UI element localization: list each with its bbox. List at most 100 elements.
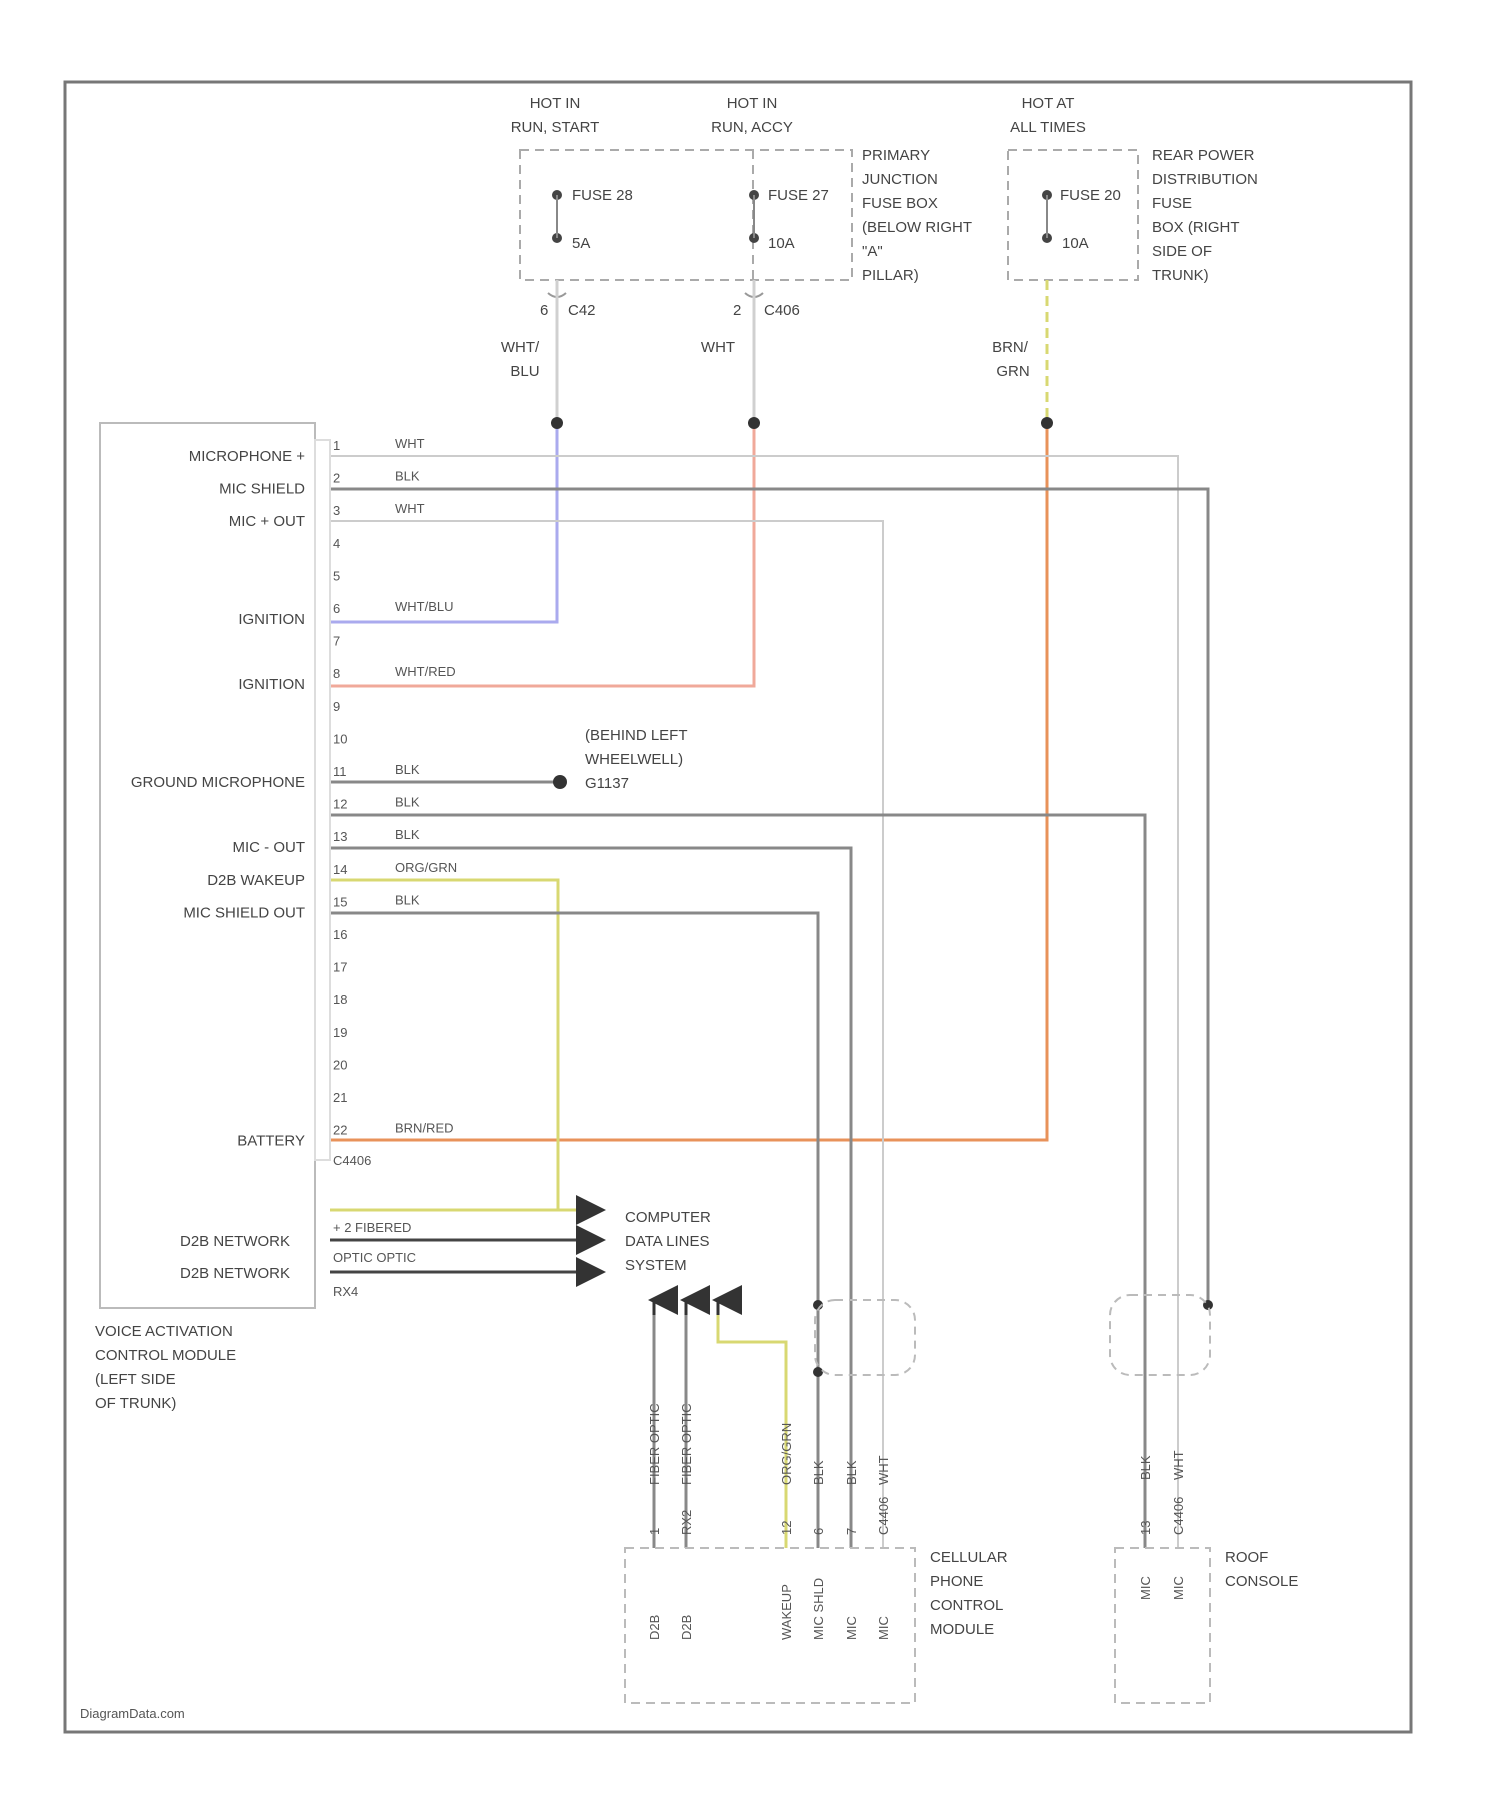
data-system-line-2: DATA LINES xyxy=(625,1233,709,1250)
vacm-pin-12-wire: BLK xyxy=(395,795,420,810)
feed-2-line-1: WHT xyxy=(701,339,735,356)
wires xyxy=(330,280,1208,1548)
vacm-pin-6-name: IGNITION xyxy=(238,611,305,628)
vacm-pin-1-wire: WHT xyxy=(395,436,425,451)
vacm-pin-8-wire: WHT/RED xyxy=(395,664,456,679)
fuse-27-pin: 2 xyxy=(733,302,741,319)
vacm-pin-5-number: 5 xyxy=(333,568,340,583)
vacm-pin-14-name: D2B WAKEUP xyxy=(207,872,305,889)
source-3-line-2: ALL TIMES xyxy=(1010,119,1086,136)
source-1-line-2: RUN, START xyxy=(511,119,600,136)
rear-fuse-box-line-3: FUSE xyxy=(1152,195,1192,212)
vacm-pin-20-number: 20 xyxy=(333,1057,347,1072)
vacm-pin-13-number: 13 xyxy=(333,829,347,844)
cellular-pin-2: RX2 xyxy=(679,1510,694,1535)
d2b-network-1-wire: + 2 FIBERED xyxy=(333,1220,411,1235)
cellular-title-line-1: CELLULAR xyxy=(930,1549,1008,1566)
vacm-title-line-1: VOICE ACTIVATION xyxy=(95,1323,233,1340)
cellular-wire-1: FIBER OPTIC xyxy=(647,1403,662,1485)
vacm-box xyxy=(100,423,315,1308)
rear-fuse-box-line-2: DISTRIBUTION xyxy=(1152,171,1258,188)
primary-fuse-box-line-1: PRIMARY xyxy=(862,147,930,164)
cellular-terminal-1: D2B xyxy=(647,1615,662,1640)
cellular-pin-4: 6 xyxy=(811,1528,826,1535)
cellular-wire-6: WHT xyxy=(876,1455,891,1485)
fuse-20-label: FUSE 20 xyxy=(1060,187,1121,204)
roof-shield-splice xyxy=(1110,1295,1210,1375)
d2b-network-1-sub: OPTIC OPTIC xyxy=(333,1250,416,1265)
source-3-line-1: HOT AT xyxy=(1022,95,1075,112)
vacm-pin-11-wire: BLK xyxy=(395,762,420,777)
cellular-pin-6: C4406 xyxy=(876,1497,891,1535)
vacm-pin-3-name: MIC + OUT xyxy=(229,513,305,530)
vacm-connector-label: C4406 xyxy=(333,1153,371,1168)
vacm-pin-10-number: 10 xyxy=(333,731,347,746)
cellular-shield-splice xyxy=(815,1300,915,1375)
d2b-network-2-label: D2B NETWORK xyxy=(180,1265,290,1282)
ground-line-2: WHEELWELL) xyxy=(585,751,683,768)
fuse-27-label: FUSE 27 xyxy=(768,187,829,204)
cellular-terminal-3: WAKEUP xyxy=(779,1584,794,1640)
d2b-network-2-sub: RX4 xyxy=(333,1284,358,1299)
primary-fuse-box-line-4: (BELOW RIGHT xyxy=(862,219,972,236)
fuse-27-connector: C406 xyxy=(764,302,800,319)
vacm-pin-8-name: IGNITION xyxy=(238,676,305,693)
cellular-wire-2: FIBER OPTIC xyxy=(679,1403,694,1485)
feed-3-line-2: GRN xyxy=(996,363,1029,380)
vacm-pin-22-number: 22 xyxy=(333,1123,347,1138)
wire-mic-shield xyxy=(330,489,1208,1305)
wire-mic-minus-out xyxy=(330,848,851,1548)
cellular-pin-5: 7 xyxy=(844,1528,859,1535)
vacm-pin-list: 1MICROPHONE +WHT2MIC SHIELDBLK3MIC + OUT… xyxy=(131,436,457,1150)
cellular-wire-4: BLK xyxy=(811,1460,826,1485)
rear-fuse-box-line-6: TRUNK) xyxy=(1152,267,1209,284)
cellular-title-line-4: MODULE xyxy=(930,1621,994,1638)
fuse-28-amps: 5A xyxy=(572,235,590,252)
vacm-pin-4-number: 4 xyxy=(333,536,340,551)
roof-terminal-1: MIC xyxy=(1138,1576,1153,1600)
cellular-title-line-2: PHONE xyxy=(930,1573,983,1590)
data-system-line-3: SYSTEM xyxy=(625,1257,687,1274)
roof-title-line-2: CONSOLE xyxy=(1225,1573,1298,1590)
ground-symbol xyxy=(553,775,567,789)
feed-wire-labels: WHT/ BLU WHT BRN/ GRN xyxy=(501,339,1030,380)
source-1-line-1: HOT IN xyxy=(530,95,581,112)
vacm-pin-12-number: 12 xyxy=(333,797,347,812)
fuse-28-pin: 6 xyxy=(540,302,548,319)
primary-fuse-box-line-3: FUSE BOX xyxy=(862,195,938,212)
vacm-pin-21-number: 21 xyxy=(333,1090,347,1105)
vacm-pin-8-number: 8 xyxy=(333,666,340,681)
ground-line-1: (BEHIND LEFT xyxy=(585,727,688,744)
source-2-line-1: HOT IN xyxy=(727,95,778,112)
vacm-title-line-4: OF TRUNK) xyxy=(95,1395,176,1412)
vacm-pin-1-name: MICROPHONE + xyxy=(189,448,306,465)
vacm-pin-1-number: 1 xyxy=(333,438,340,453)
ground-g1137: (BEHIND LEFT WHEELWELL) G1137 xyxy=(553,727,688,792)
cellular-terminal-5: MIC xyxy=(844,1616,859,1640)
vacm-pin-19-number: 19 xyxy=(333,1025,347,1040)
primary-fuse-box: HOT IN RUN, START HOT IN RUN, ACCY FUSE … xyxy=(511,95,972,319)
fuse-27-amps: 10A xyxy=(768,235,795,252)
vacm-connector xyxy=(315,440,330,1160)
vacm-title-line-2: CONTROL MODULE xyxy=(95,1347,236,1364)
vacm-title-line-3: (LEFT SIDE xyxy=(95,1371,176,1388)
watermark: DiagramData.com xyxy=(80,1706,185,1721)
cellular-wire-5: BLK xyxy=(844,1460,859,1485)
cellular-title-line-3: CONTROL xyxy=(930,1597,1003,1614)
vacm-pin-22-name: BATTERY xyxy=(237,1133,305,1150)
vacm-pin-13-wire: BLK xyxy=(395,827,420,842)
shield-splices xyxy=(815,1295,1210,1375)
vacm-pin-3-wire: WHT xyxy=(395,501,425,516)
fuse-28-label: FUSE 28 xyxy=(572,187,633,204)
primary-fuse-box-line-6: PILLAR) xyxy=(862,267,919,284)
source-2-line-2: RUN, ACCY xyxy=(711,119,793,136)
fuse-28-connector: C42 xyxy=(568,302,596,319)
vacm-pin-6-wire: WHT/BLU xyxy=(395,599,454,614)
roof-wire-2: WHT xyxy=(1171,1450,1186,1480)
roof-box xyxy=(1115,1548,1210,1703)
roof-title-line-1: ROOF xyxy=(1225,1549,1268,1566)
cellular-terminal-6: MIC xyxy=(876,1616,891,1640)
